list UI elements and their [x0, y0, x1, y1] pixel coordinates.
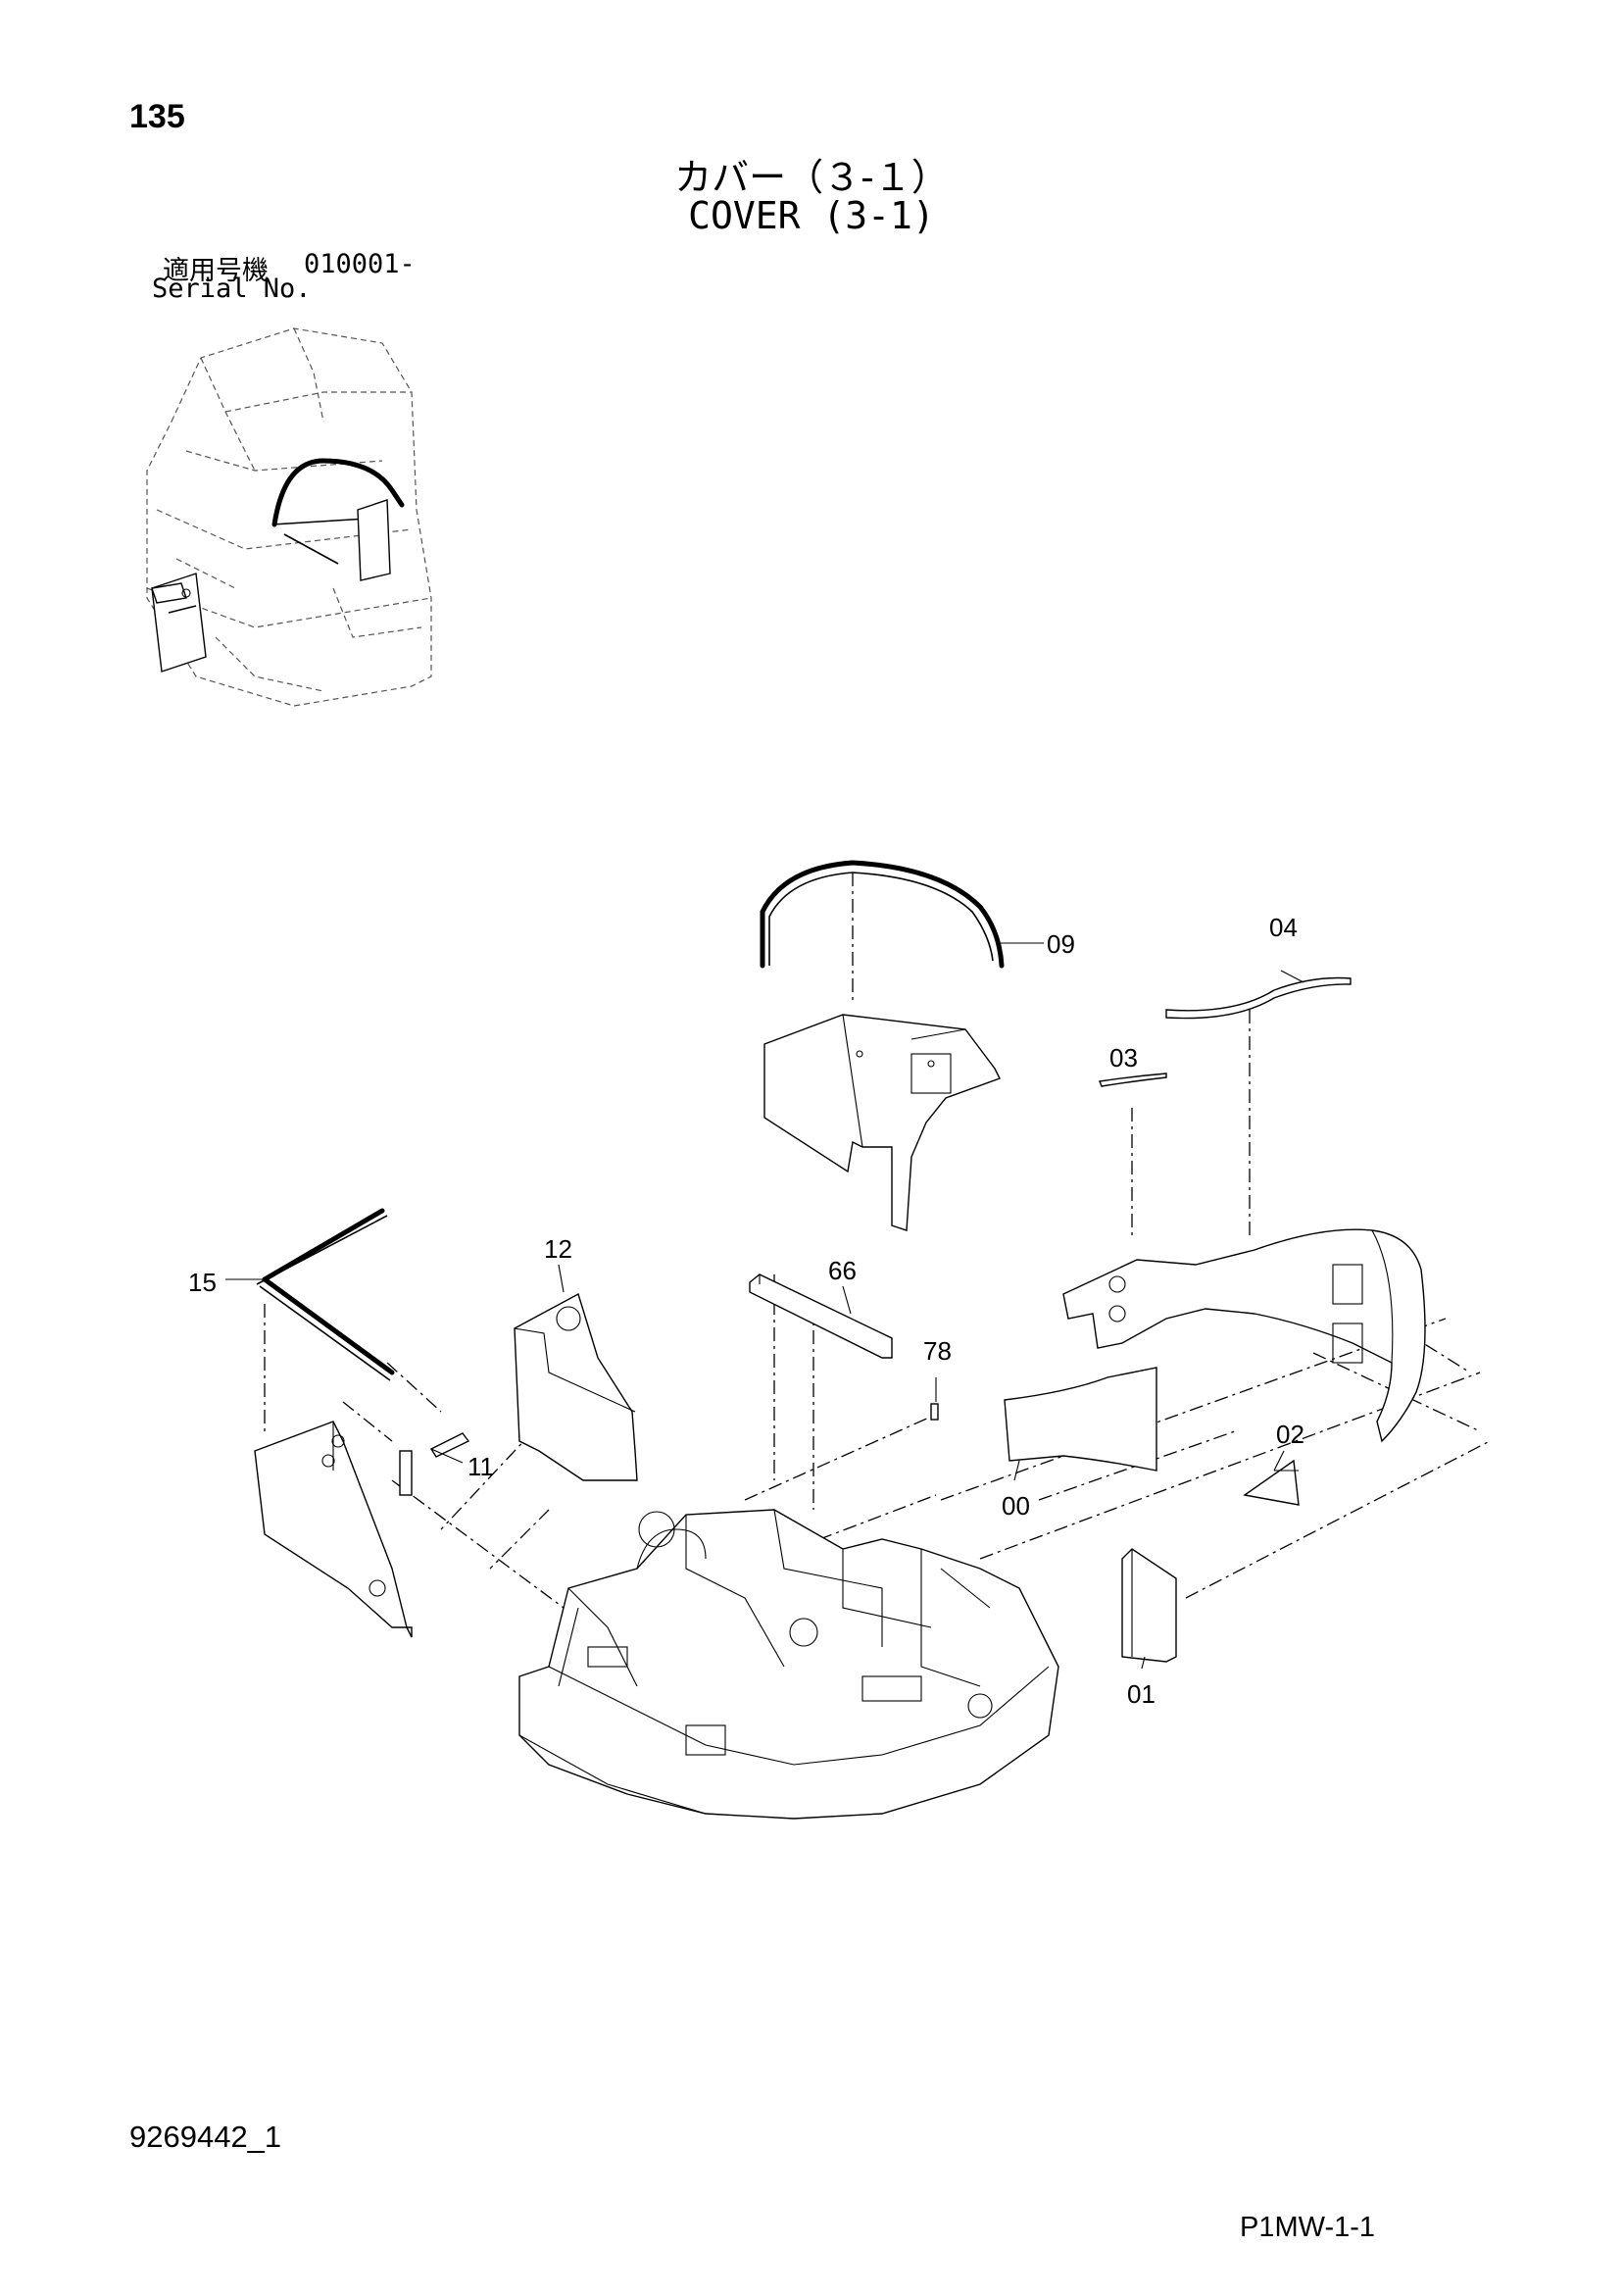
main-frame-assembly: [518, 1509, 1059, 1820]
part-66-rail: [749, 1273, 893, 1359]
left-front-cover: [254, 1421, 470, 1638]
part-03-strip: [1099, 1073, 1167, 1087]
right-side-cover: [1062, 1228, 1426, 1443]
callout-leaders: [225, 1264, 1285, 1670]
serial-label-english: Serial No.: [152, 274, 312, 304]
part-09-seal: [760, 860, 1044, 969]
callout-12: 12: [544, 1234, 572, 1264]
drawing-number: 9269442_1: [129, 2120, 282, 2154]
part-02-wedge: [1243, 1459, 1300, 1506]
callout-15: 15: [188, 1268, 217, 1297]
serial-label-japanese: 適用号機: [163, 256, 269, 286]
title-japanese: カバー（３-１）: [674, 156, 949, 199]
callout-78: 78: [923, 1336, 952, 1366]
upper-cover-panel: [763, 1014, 1001, 1231]
callout-04: 04: [1269, 913, 1298, 942]
part-04-strip: [1165, 970, 1352, 1020]
page-code: P1MW-1-1: [1240, 2212, 1376, 2243]
callout-66: 66: [828, 1256, 857, 1285]
machine-locator-thumbnail: [146, 327, 432, 707]
callout-01: 01: [1127, 1679, 1156, 1709]
part-78-tab: [930, 1403, 939, 1421]
page-number: 135: [129, 98, 185, 135]
part-15-rod: [256, 1208, 395, 1381]
callout-02: 02: [1276, 1420, 1304, 1449]
callout-03: 03: [1109, 1043, 1138, 1073]
title-english: COVER (3-1): [688, 194, 935, 237]
part-01-pad: [1121, 1548, 1177, 1663]
serial-value: 010001-: [304, 249, 416, 279]
callout-00: 00: [1002, 1491, 1030, 1521]
part-00-panel: [1004, 1367, 1157, 1472]
callout-09: 09: [1047, 929, 1075, 959]
callout-11: 11: [467, 1452, 494, 1481]
part-12-bracket: [514, 1292, 638, 1481]
